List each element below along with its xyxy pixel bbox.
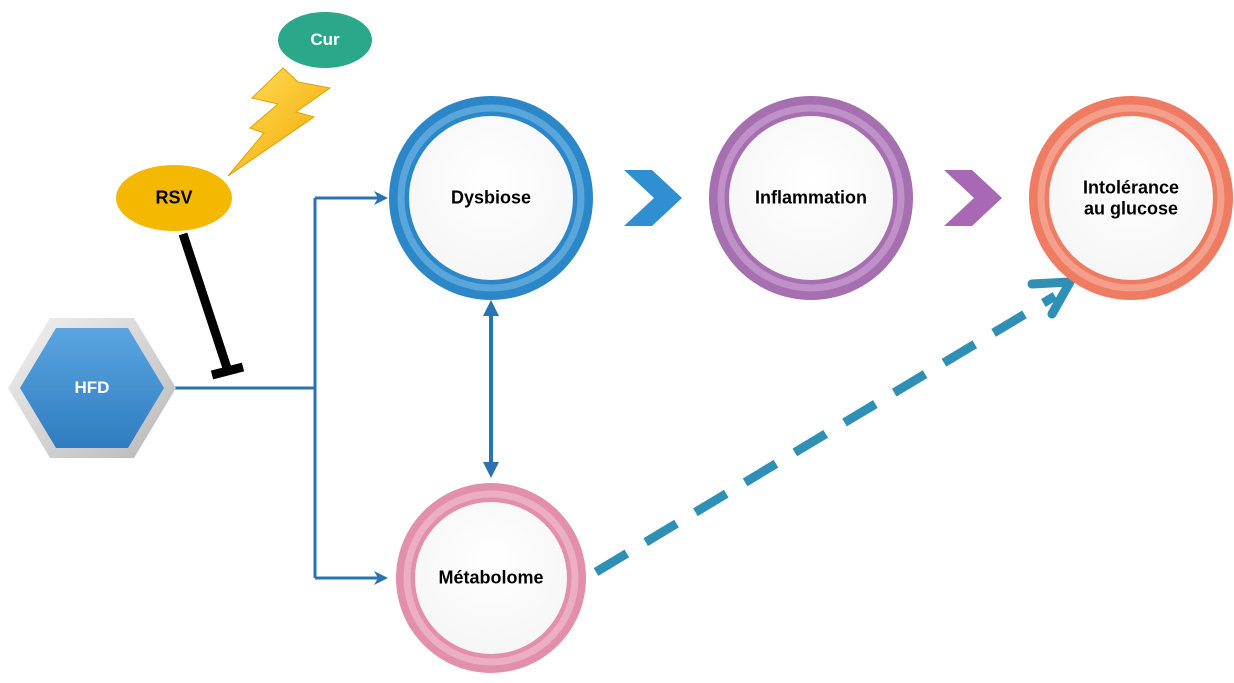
arrowhead-up xyxy=(483,300,499,316)
inhibition-line xyxy=(178,232,232,370)
metabolome-label: Métabolome xyxy=(438,567,544,588)
arrowhead-metabolome xyxy=(374,571,388,585)
intolerance-inner xyxy=(1049,116,1213,280)
rsv-node xyxy=(116,165,232,231)
hfd-label: HFD xyxy=(74,378,110,398)
cur-node xyxy=(278,12,372,68)
inflammation-node xyxy=(709,96,913,300)
intolerance-label-line2: au glucose xyxy=(1083,198,1179,218)
metabolome-ring-shine xyxy=(403,490,579,666)
intolerance-ring-shine xyxy=(1037,104,1225,292)
intolerance-label: Intolérance au glucose xyxy=(1083,177,1179,218)
arrowhead-dysbiose xyxy=(374,191,388,205)
chevron-arrow-icon-blue xyxy=(624,170,682,226)
inhibition-bar xyxy=(210,362,245,380)
hfd-node xyxy=(8,318,176,458)
dysbiose-node xyxy=(389,96,593,300)
hfd-hex-body xyxy=(20,328,164,448)
arrowhead-down xyxy=(483,462,499,478)
chevron-arrow-icon-purple xyxy=(944,170,1002,226)
dashed-arrow-line xyxy=(593,292,1058,576)
dashed-arrowhead xyxy=(1027,277,1075,319)
inflammation-inner xyxy=(729,116,893,280)
intolerance-node xyxy=(1029,96,1233,300)
dysbiose-inner xyxy=(409,116,573,280)
cur-label: Cur xyxy=(310,30,340,50)
dysbiose-label: Dysbiose xyxy=(450,187,532,208)
dysbiose-ring-shine xyxy=(397,104,585,292)
lightning-icon xyxy=(227,67,332,177)
metabolome-node xyxy=(396,483,586,673)
inflammation-label: Inflammation xyxy=(754,187,868,208)
intolerance-label-line1: Intolérance xyxy=(1082,177,1180,198)
metabolome-inner xyxy=(415,502,567,654)
inflammation-ring-shine xyxy=(717,104,905,292)
rsv-label: RSV xyxy=(155,187,193,208)
flow-connectors xyxy=(172,191,1075,585)
